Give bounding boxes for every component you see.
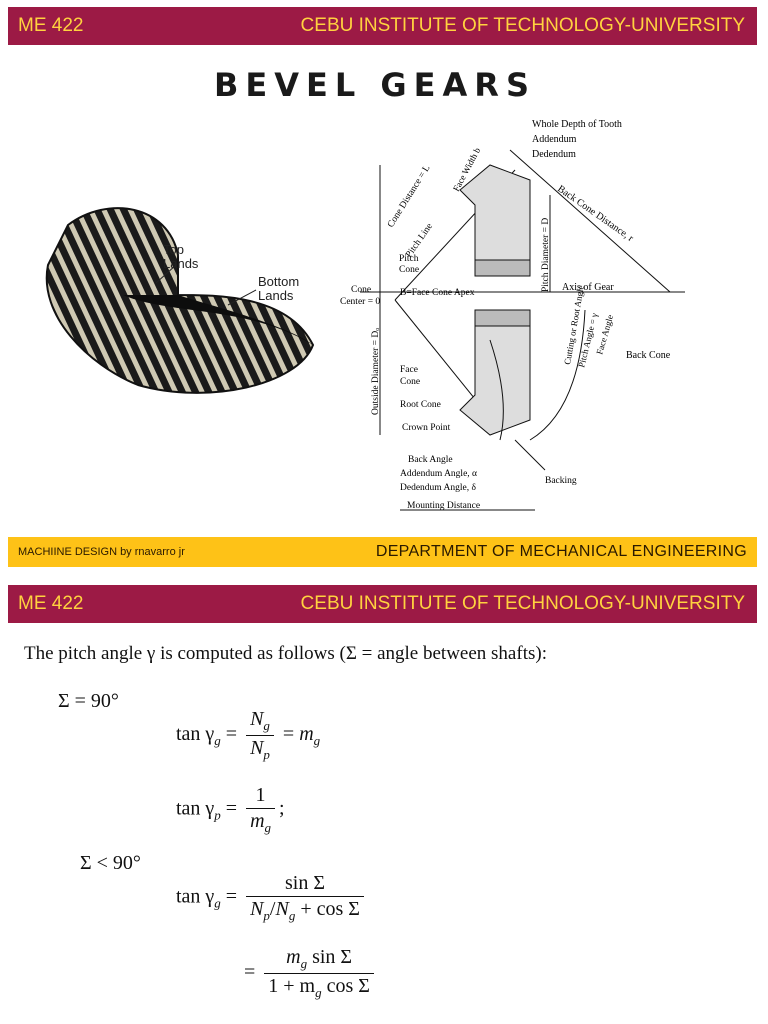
slide1-header-bar: ME 422 CEBU INSTITUTE OF TECHNOLOGY-UNIV… (8, 7, 757, 45)
label-face-cone-apex: B=Face Cone Apex (400, 288, 475, 298)
institution-name-2: CEBU INSTITUTE OF TECHNOLOGY-UNIVERSITY (300, 593, 745, 614)
label-whole-depth: Whole Depth of Tooth (532, 119, 622, 130)
case-sigma-lt-90: Σ < 90° (80, 852, 141, 874)
course-code: ME 422 (18, 15, 84, 36)
label-back-cone-distance: Back Cone Distance, r (555, 183, 636, 244)
bevel-gear-diagram: Whole Depth of Tooth Addendum Dedendum C… (340, 119, 685, 511)
label-dedendum-angle: Dedendum Angle, δ (400, 483, 477, 493)
slide-title: BEVEL GEARS (214, 66, 536, 104)
label-backing: Backing (545, 476, 577, 486)
label-crown-point: Crown Point (402, 423, 451, 433)
case-sigma-90: Σ = 90° (58, 690, 119, 712)
label-cone-distance: Cone Distance = L (386, 163, 433, 229)
label-back-angle: Back Angle (408, 455, 453, 465)
top-lands-label: Top Lands (163, 242, 199, 271)
label-axis-of-gear: Axis of Gear (562, 282, 614, 293)
slide2-header-bar: ME 422 CEBU INSTITUTE OF TECHNOLOGY-UNIV… (8, 585, 757, 623)
label-pitch-diameter: Pitch Diameter = D (541, 218, 551, 292)
label-root-cone: Root Cone (400, 400, 441, 410)
footer-author: MACHIINE DESIGN by rnavarro jr (18, 546, 185, 558)
label-mounting-distance: Mounting Distance (407, 501, 480, 511)
course-code-2: ME 422 (18, 593, 84, 614)
label-dedendum: Dedendum (532, 149, 576, 160)
label-back-cone: Back Cone (626, 350, 671, 361)
footer-department: DEPARTMENT OF MECHANICAL ENGINEERING (375, 543, 747, 560)
bevel-gear-photo (45, 207, 315, 394)
bottom-lands-label: Bottom Lands (258, 274, 300, 303)
slide1-footer-bar: MACHIINE DESIGN by rnavarro jr DEPARTMEN… (8, 537, 757, 567)
institution-name: CEBU INSTITUTE OF TECHNOLOGY-UNIVERSITY (300, 15, 745, 36)
label-outside-diameter: Outside Diameter = Dₒ (371, 328, 381, 415)
label-addendum: Addendum (532, 134, 577, 145)
pitch-angle-intro: The pitch angle γ is computed as follows… (24, 643, 547, 664)
label-addendum-angle: Addendum Angle, α (400, 469, 477, 479)
